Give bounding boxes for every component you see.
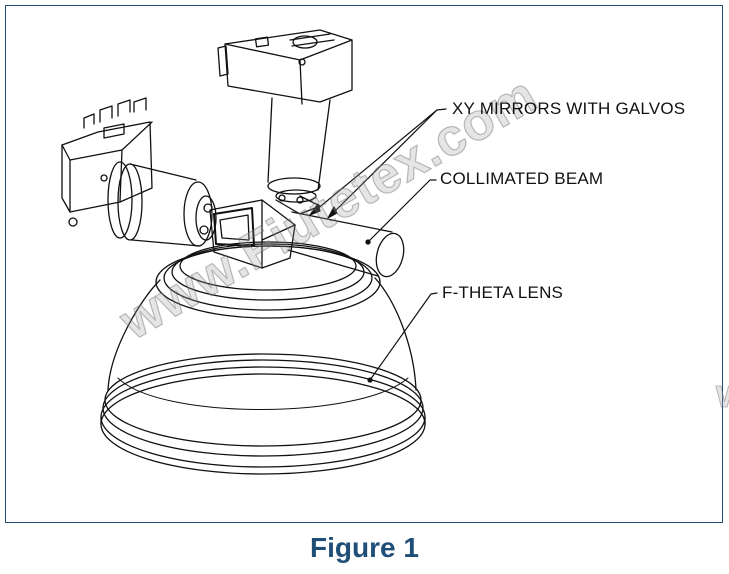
- watermark-fragment: w: [715, 372, 729, 417]
- mirror-housing: [209, 199, 296, 269]
- f-theta-lens: [100, 241, 426, 475]
- figure-frame: [5, 5, 723, 523]
- label-xy-mirrors: XY MIRRORS WITH GALVOS: [452, 99, 686, 118]
- leader-lines: [309, 108, 447, 383]
- collimated-beam-cylinder: [287, 211, 405, 278]
- figure-caption: Figure 1: [310, 532, 419, 563]
- vertical-galvo: [217, 29, 353, 215]
- label-collimated-beam: COLLIMATED BEAM: [440, 169, 604, 188]
- label-f-theta-lens: F-THETA LENS: [442, 283, 564, 302]
- horizontal-galvo: [61, 97, 217, 247]
